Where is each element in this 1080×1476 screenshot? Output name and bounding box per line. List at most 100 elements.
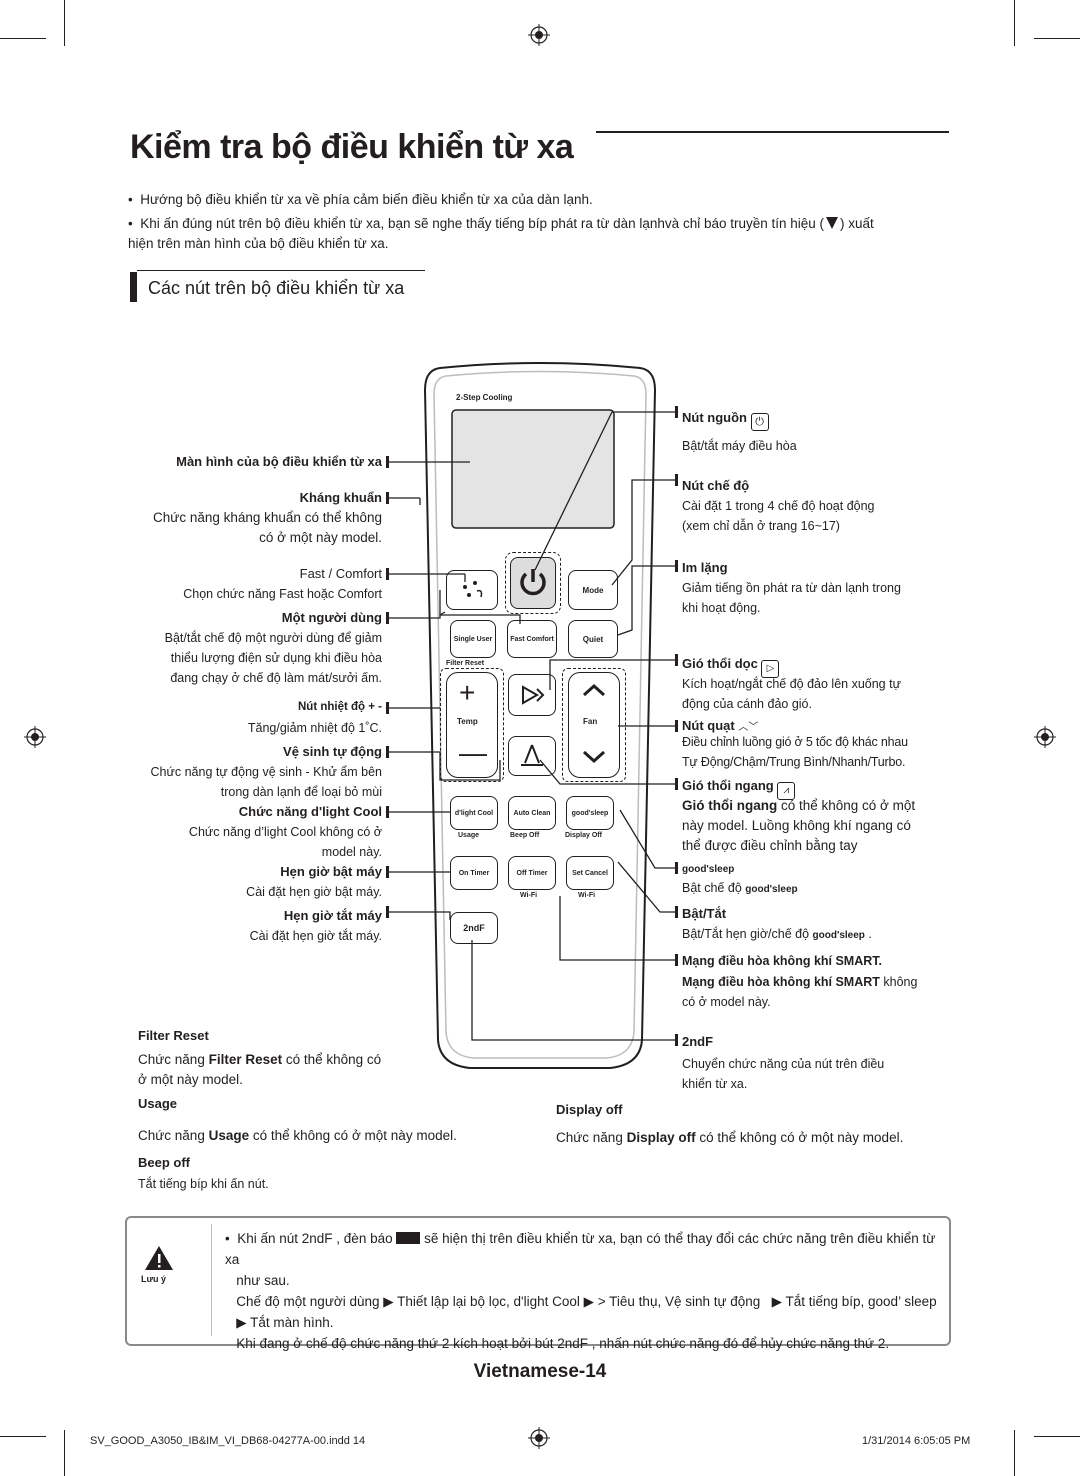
label-power: Nút nguồn ⏻ <box>682 408 769 431</box>
section-bar <box>130 272 137 302</box>
power-button[interactable] <box>505 552 561 614</box>
crop-mark <box>1014 0 1015 46</box>
page-title: Kiểm tra bộ điều khiển từ xa <box>130 128 574 166</box>
bullet-1: • Hướng bộ điều khiển từ xa về phía cảm … <box>128 192 593 207</box>
chevron-up-icon: ︿ <box>738 722 749 733</box>
fan-button[interactable]: Fan <box>568 672 620 778</box>
antibac-icon <box>463 581 483 598</box>
label-horizontal-swing: Gió thổi ngang ⩘ <box>682 776 796 800</box>
crop-mark <box>64 1430 65 1476</box>
label-on-timer: Hẹn giờ bật máy <box>280 864 382 879</box>
crop-mark <box>1034 38 1080 39</box>
label-single-user: Một người dùng <box>281 610 382 625</box>
registration-mark-icon <box>24 726 46 748</box>
label-screen: Màn hình của bộ điều khiển từ xa <box>176 454 382 469</box>
section-title: Các nút trên bộ điều khiển từ xa <box>148 278 405 298</box>
crop-mark <box>64 0 65 46</box>
antibac-button[interactable] <box>446 570 498 610</box>
power-icon <box>520 569 546 596</box>
beep-off-label: Beep Off <box>510 832 540 839</box>
set-cancel-button[interactable]: Set Cancel <box>566 856 614 890</box>
registration-mark-icon <box>1034 726 1056 748</box>
vertical-swing-icon <box>522 685 545 705</box>
label-smart: Mạng điều hòa không khí SMART. <box>682 954 882 968</box>
leader-lines <box>386 406 678 1046</box>
label-beep-off: Beep off <box>138 1155 190 1170</box>
label-antibac: Kháng khuẩn <box>299 490 382 505</box>
label-mode: Nút chế độ <box>682 478 750 493</box>
display-off-label: Display Off <box>565 832 602 839</box>
desc-mode: Cài đặt 1 trong 4 chế độ hoạt động(xem c… <box>682 499 875 533</box>
desc-fast-comfort: Chọn chức năng Fast hoặc Comfort <box>183 587 382 601</box>
remote-brand-text: 2-Step Cooling <box>456 393 513 402</box>
title-rule <box>596 131 949 133</box>
caution-label: Lưu ý <box>141 1274 167 1284</box>
single-user-button[interactable]: Single User <box>450 620 496 658</box>
horizontal-swing-icon: ⩘ <box>777 782 796 800</box>
horizontal-swing-icon <box>521 744 543 766</box>
wifi-label: Wi-Fi <box>520 892 538 899</box>
desc-power: Bật/tắt máy điều hòa <box>682 439 797 453</box>
label-good-sleep: good'sleep <box>682 864 735 875</box>
mode-button[interactable]: Mode <box>568 570 618 610</box>
good-sleep-button[interactable]: good'sleep <box>566 796 614 830</box>
indicator-icon <box>396 1232 421 1244</box>
section-rule <box>137 270 425 271</box>
vswing-button[interactable] <box>508 674 556 716</box>
caution-box: Lưu ý • Khi ấn nút 2ndF , đèn báo sẽ hiệ… <box>125 1216 951 1351</box>
temp-button[interactable]: + Temp — <box>446 672 498 778</box>
label-off-timer: Hẹn giờ tắt máy <box>283 908 382 923</box>
page-number: Vietnamese-14 <box>473 1361 607 1382</box>
usage-label: Usage <box>458 832 480 839</box>
hswing-button[interactable] <box>508 736 556 776</box>
registration-mark-icon <box>528 1427 550 1449</box>
crop-mark <box>0 38 46 39</box>
vertical-swing-icon: ▷ <box>761 660 780 678</box>
caution-text: • Khi ấn nút 2ndF , đèn báo sẽ hiện thị … <box>225 1231 937 1351</box>
label-display-off: Display off <box>556 1102 623 1117</box>
fan-group <box>562 668 626 782</box>
chevron-down-icon: ﹀ <box>748 722 759 733</box>
dlight-cool-button[interactable]: d'light Cool <box>450 796 498 830</box>
off-timer-button[interactable]: Off Timer <box>508 856 556 890</box>
crop-mark <box>1034 1436 1080 1437</box>
label-usage: Usage <box>138 1096 178 1111</box>
arrow-right-icon: ▶ <box>771 1294 782 1309</box>
wifi-label-2: Wi-Fi <box>578 892 596 899</box>
auto-clean-button[interactable]: Auto Clean <box>508 796 556 830</box>
on-timer-button[interactable]: On Timer <box>450 856 498 890</box>
desc-on-timer: Cài đặt hẹn giờ bật máy. <box>246 885 382 899</box>
temp-label: Temp <box>457 717 478 726</box>
remote-screen <box>451 409 615 529</box>
desc-set-cancel: Bật/Tắt hẹn giờ/chế độ good'sleep . <box>682 927 872 941</box>
registration-mark-icon <box>528 24 550 46</box>
label-auto-clean: Vệ sinh tự động <box>283 744 382 759</box>
crop-mark <box>0 1436 46 1437</box>
quiet-button[interactable]: Quiet <box>568 620 618 658</box>
warning-icon <box>145 1246 173 1270</box>
label-quiet: Im lặng <box>682 560 728 575</box>
label-fan: Nút quạt ︿﹀ <box>682 718 759 733</box>
desc-display-off: Chức năng Display off có thể không có ở … <box>556 1130 904 1145</box>
desc-off-timer: Cài đặt hẹn giờ tắt máy. <box>249 929 382 943</box>
label-second-f: 2ndF <box>682 1034 714 1049</box>
label-filter-reset: Filter Reset <box>138 1028 209 1043</box>
chevron-down-icon <box>582 750 606 763</box>
chevron-up-icon <box>582 683 606 697</box>
filter-reset-label: Filter Reset <box>446 660 485 667</box>
fast-comfort-button[interactable]: Fast Comfort <box>507 620 557 658</box>
desc-good-sleep: Bật chế độ good'sleep <box>682 881 798 895</box>
footer-date: 1/31/2014 6:05:05 PM <box>862 1435 971 1447</box>
second-f-button[interactable]: 2ndF <box>450 912 498 944</box>
label-dlight-cool: Chức năng d'light Cool <box>238 804 382 819</box>
desc-fan: Điều chỉnh luồng gió ở 5 tốc độ khác nha… <box>682 735 908 769</box>
